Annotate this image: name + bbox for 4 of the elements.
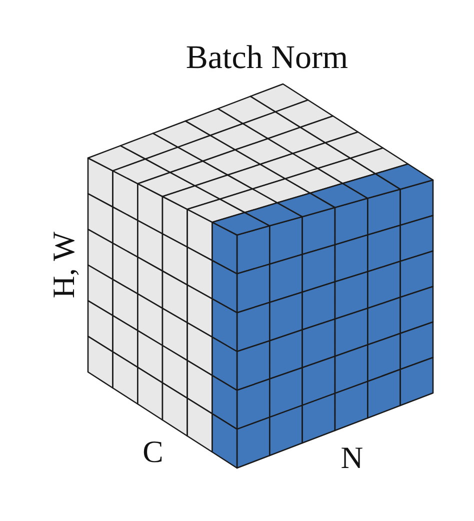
axis-label: C [142,435,164,469]
axis-label: N [340,441,364,475]
diagram-title: Batch Norm [184,39,350,78]
axis-label: H, W [47,232,81,298]
